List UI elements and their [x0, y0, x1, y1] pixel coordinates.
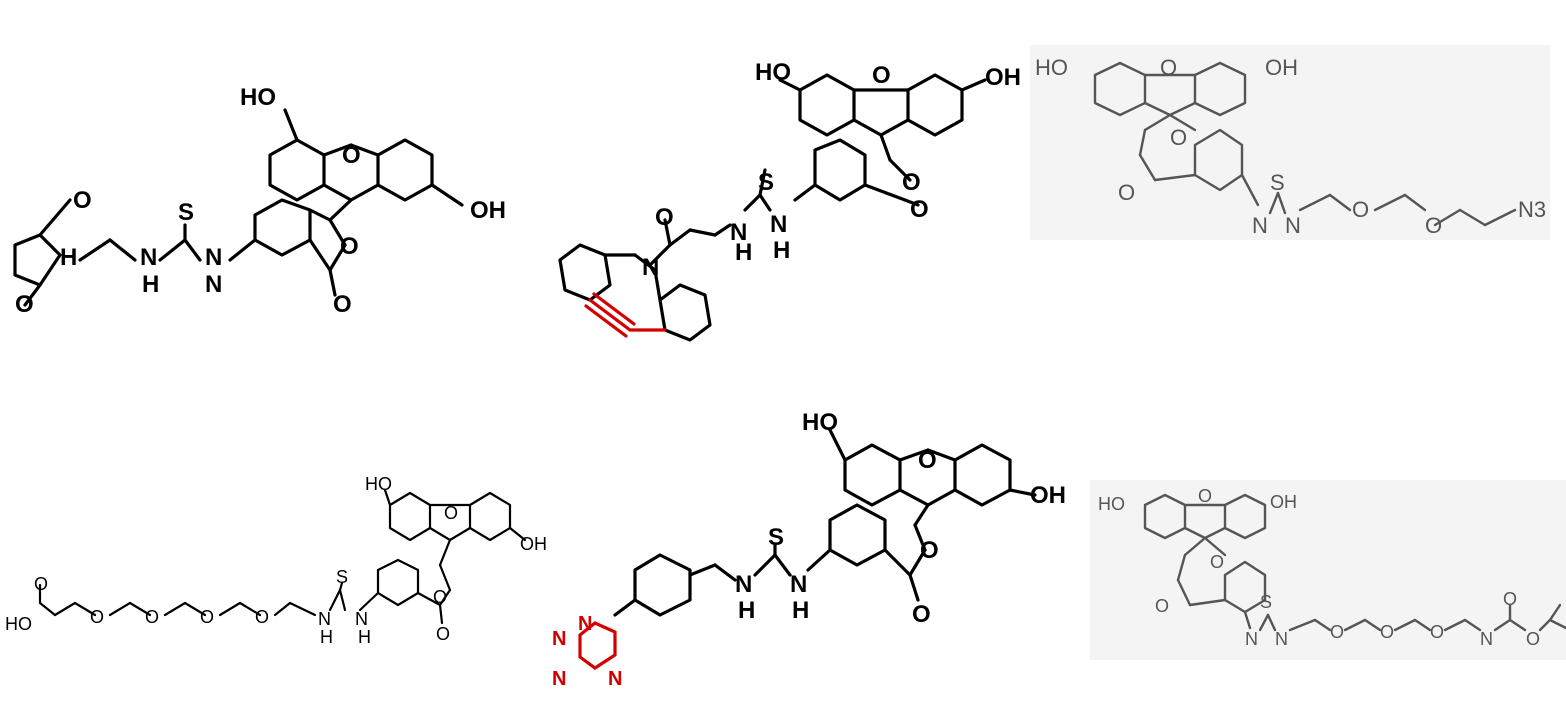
atom-label: O: [655, 204, 674, 231]
atom-label: N: [205, 244, 222, 271]
boc-peg-fitc-drawing: HO O OH O O S N N O O O N O O: [1098, 486, 1566, 649]
atom-label: HO: [1035, 55, 1068, 80]
atom-label: O: [1160, 55, 1177, 80]
atom-label: O: [912, 601, 931, 628]
atom-label: O: [920, 537, 939, 564]
structure-maleimide-fitc: HO O OH O O N S N H N H O O: [0, 60, 520, 330]
structure-tetrazine-fitc: HO O OH S N H N H O O N N N N: [540, 400, 1070, 705]
atom-label: O: [1118, 180, 1135, 205]
atom-label: N: [205, 271, 222, 298]
atom-label: N: [642, 254, 659, 281]
atom-label: H: [738, 597, 755, 624]
atom-label: N: [1275, 629, 1288, 649]
atom-label: O: [255, 607, 269, 627]
atom-label: S: [1270, 170, 1285, 195]
atom-label: O: [910, 196, 929, 223]
atom-label: O: [1198, 486, 1212, 506]
atom-label: OH: [470, 197, 506, 224]
atom-label: H: [358, 627, 371, 647]
atom-label: S: [178, 199, 194, 226]
atom-label: N: [552, 628, 566, 650]
maleimide-fitc-drawing: HO O OH O O N S N H N H O O: [13, 84, 506, 318]
atom-label: HO: [802, 409, 838, 436]
atom-label: HO: [365, 474, 392, 494]
atom-label: O: [15, 291, 34, 318]
atom-label: OH: [985, 64, 1021, 91]
atom-label: O: [436, 624, 450, 644]
atom-label: O: [433, 587, 447, 607]
atom-label: H: [320, 627, 333, 647]
atom-label: S: [1260, 592, 1272, 612]
atom-label: H: [60, 244, 77, 271]
atom-label: N: [608, 668, 622, 690]
atom-label: O: [1170, 125, 1187, 150]
atom-label: O: [340, 233, 359, 260]
atom-label: O: [1425, 213, 1442, 238]
atom-label: O: [1430, 622, 1444, 642]
atom-label: HO: [1098, 494, 1125, 514]
atom-label: N: [318, 609, 331, 629]
atom-label: S: [758, 169, 774, 196]
atom-label: O: [1352, 197, 1369, 222]
atom-label: N: [578, 613, 592, 635]
atom-label: O: [333, 291, 352, 318]
atom-label: S: [768, 524, 784, 551]
atom-label: O: [902, 169, 921, 196]
atom-label: O: [872, 62, 891, 89]
atom-label: O: [34, 574, 48, 594]
atom-label: O: [444, 503, 458, 523]
atom-label: H: [773, 237, 790, 264]
atom-label: O: [73, 187, 92, 214]
atom-label: O: [342, 142, 361, 169]
atom-label: HO: [755, 59, 791, 86]
acid-peg-fitc-drawing: HO O OH O HO O O O O O N H S N H O: [5, 474, 547, 647]
atom-label: O: [1380, 622, 1394, 642]
atom-label: N3: [1518, 197, 1546, 222]
atom-label: H: [142, 271, 159, 298]
atom-label: O: [918, 447, 937, 474]
atom-label: H: [735, 239, 752, 266]
atom-label: N: [552, 668, 566, 690]
atom-label: OH: [1270, 492, 1297, 512]
structure-acid-peg-fitc: HO O OH O HO O O O O O N H S N H O: [0, 465, 560, 660]
atom-label: O: [1526, 629, 1540, 649]
atom-label: O: [1155, 596, 1169, 616]
atom-label: OH: [1265, 55, 1298, 80]
atom-label: OH: [1030, 482, 1066, 509]
structure-boc-peg-fitc: HO O OH O O S N N O O O N O O: [1090, 480, 1566, 660]
atom-label: N: [735, 571, 752, 598]
atom-label: N: [1480, 629, 1493, 649]
atom-label: N: [1285, 213, 1301, 238]
atom-label: H: [792, 597, 809, 624]
atom-label: O: [1210, 552, 1224, 572]
tetrazine-fitc-drawing: HO O OH S N H N H O O N N N N: [552, 409, 1066, 690]
atom-label: O: [145, 607, 159, 627]
atom-label: O: [90, 607, 104, 627]
atom-label: N: [1245, 629, 1258, 649]
atom-label: HO: [5, 614, 32, 634]
atom-label: N: [790, 571, 807, 598]
atom-label: O: [200, 607, 214, 627]
atom-label: N: [1252, 213, 1268, 238]
atom-label: O: [1503, 589, 1517, 609]
azide-peg-fitc-drawing: HO O OH O O S N N O O N3: [1035, 55, 1546, 238]
atom-label: N: [355, 609, 368, 629]
atom-label: O: [1330, 622, 1344, 642]
atom-label: N: [770, 211, 787, 238]
atom-label: S: [336, 567, 348, 587]
atom-label: OH: [520, 534, 547, 554]
structure-dbco-fitc: HO O OH S O O O N N H N H: [530, 50, 1021, 355]
atom-label: HO: [240, 84, 276, 111]
atom-label: N: [140, 244, 157, 271]
dbco-fitc-drawing: HO O OH S O O O N N H N H: [558, 59, 1021, 342]
structure-azide-peg-fitc: HO O OH O O S N N O O N3: [1030, 45, 1550, 240]
atom-label: N: [730, 219, 747, 246]
